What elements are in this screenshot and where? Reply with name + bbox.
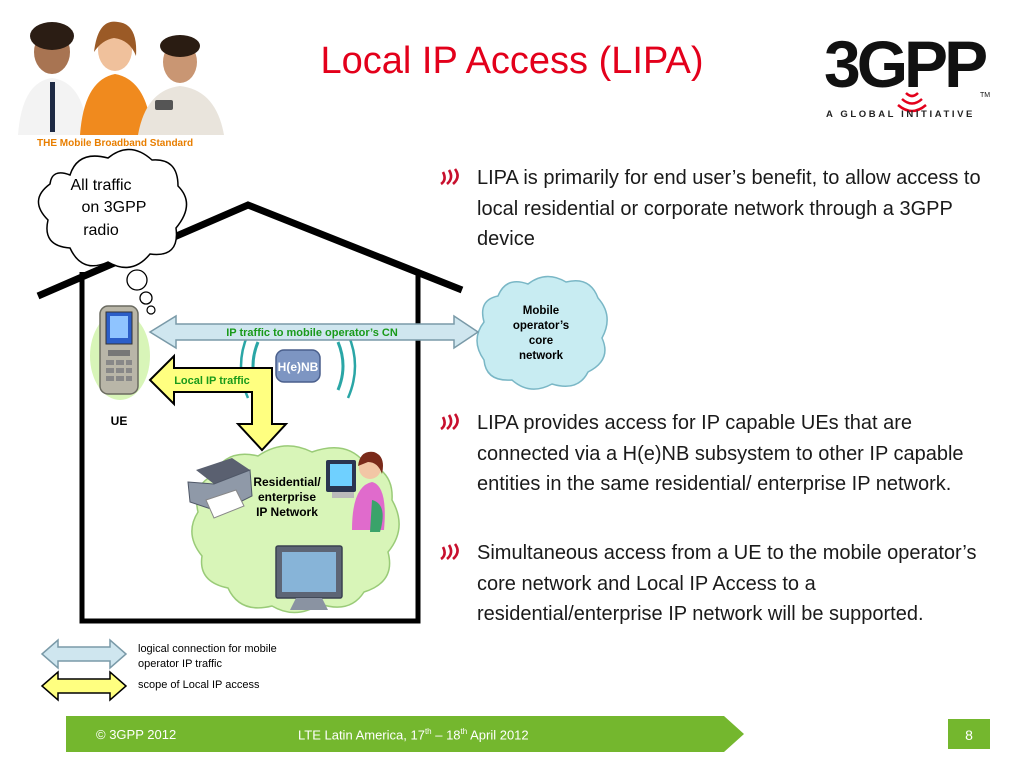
3gpp-logo: 3GPP TM [824, 27, 990, 113]
bullet-3-text: Simultaneous access from a UE to the mob… [477, 542, 977, 625]
thought-line-3: radio [83, 222, 119, 239]
footer-bar [66, 716, 744, 752]
bullet-wave-icon [440, 413, 459, 431]
house-outline [36, 201, 464, 624]
bullet-1-text: LIPA is primarily for end user’s benefit… [477, 167, 981, 250]
ip-traffic-arrow: IP traffic to mobile operator’s CN [148, 314, 480, 350]
legend: logical connection for mobile operator I… [40, 638, 277, 702]
logo-text: 3GPP [824, 27, 986, 101]
slide-title: Local IP Access (LIPA) [320, 40, 704, 82]
core-line-4: network [519, 350, 564, 362]
footer-copyright: © 3GPP 2012 [96, 727, 177, 742]
res-line-2: enterprise [258, 490, 316, 504]
res-line-3: IP Network [256, 505, 318, 519]
core-network-cloud: Mobile operator’s core network [476, 275, 608, 390]
people-photo [10, 10, 228, 135]
person-at-computer-icon [326, 451, 385, 532]
bullet-3: Simultaneous access from a UE to the mob… [437, 538, 997, 630]
bullet-wave-icon [440, 168, 459, 186]
bullet-wave-icon [440, 543, 459, 561]
tv-monitor-icon [275, 545, 343, 610]
page-number: 8 [948, 719, 990, 749]
logo-tm: TM [980, 92, 990, 99]
legend-scope: scope of Local IP access [138, 679, 260, 691]
ue-label: UE [111, 414, 128, 428]
res-line-1: Residential/ [253, 475, 321, 489]
printer-icon [187, 458, 253, 519]
legend-yellow-arrow [40, 670, 128, 702]
legend-logical-line-1: logical connection for mobile [138, 643, 277, 655]
bullet-2-text: LIPA provides access for IP capable UEs … [477, 412, 964, 495]
thought-line-2: on 3GPP [82, 199, 147, 216]
thought-cloud: All traffic on 3GPP radio [37, 148, 188, 315]
tagline: THE Mobile Broadband Standard [37, 138, 194, 149]
logo-subtitle: A GLOBAL INITIATIVE [826, 109, 975, 120]
core-line-2: operator’s [513, 320, 569, 332]
legend-logical-line-2: operator IP traffic [138, 658, 222, 670]
core-line-1: Mobile [523, 305, 559, 317]
local-traffic-label: Local IP traffic [174, 375, 250, 387]
bullet-1: LIPA is primarily for end user’s benefit… [437, 163, 997, 255]
bullet-2: LIPA provides access for IP capable UEs … [437, 408, 997, 500]
henb-label: H(e)NB [278, 360, 319, 374]
ue-phone-icon [90, 305, 150, 400]
local-ip-traffic-arrow: Local IP traffic [148, 353, 289, 452]
ip-traffic-label: IP traffic to mobile operator’s CN [226, 327, 398, 339]
footer-event: LTE Latin America, 17th – 18th April 201… [298, 727, 529, 743]
legend-blue-arrow [40, 638, 128, 670]
core-line-3: core [529, 335, 553, 347]
thought-line-1: All traffic [70, 177, 131, 194]
